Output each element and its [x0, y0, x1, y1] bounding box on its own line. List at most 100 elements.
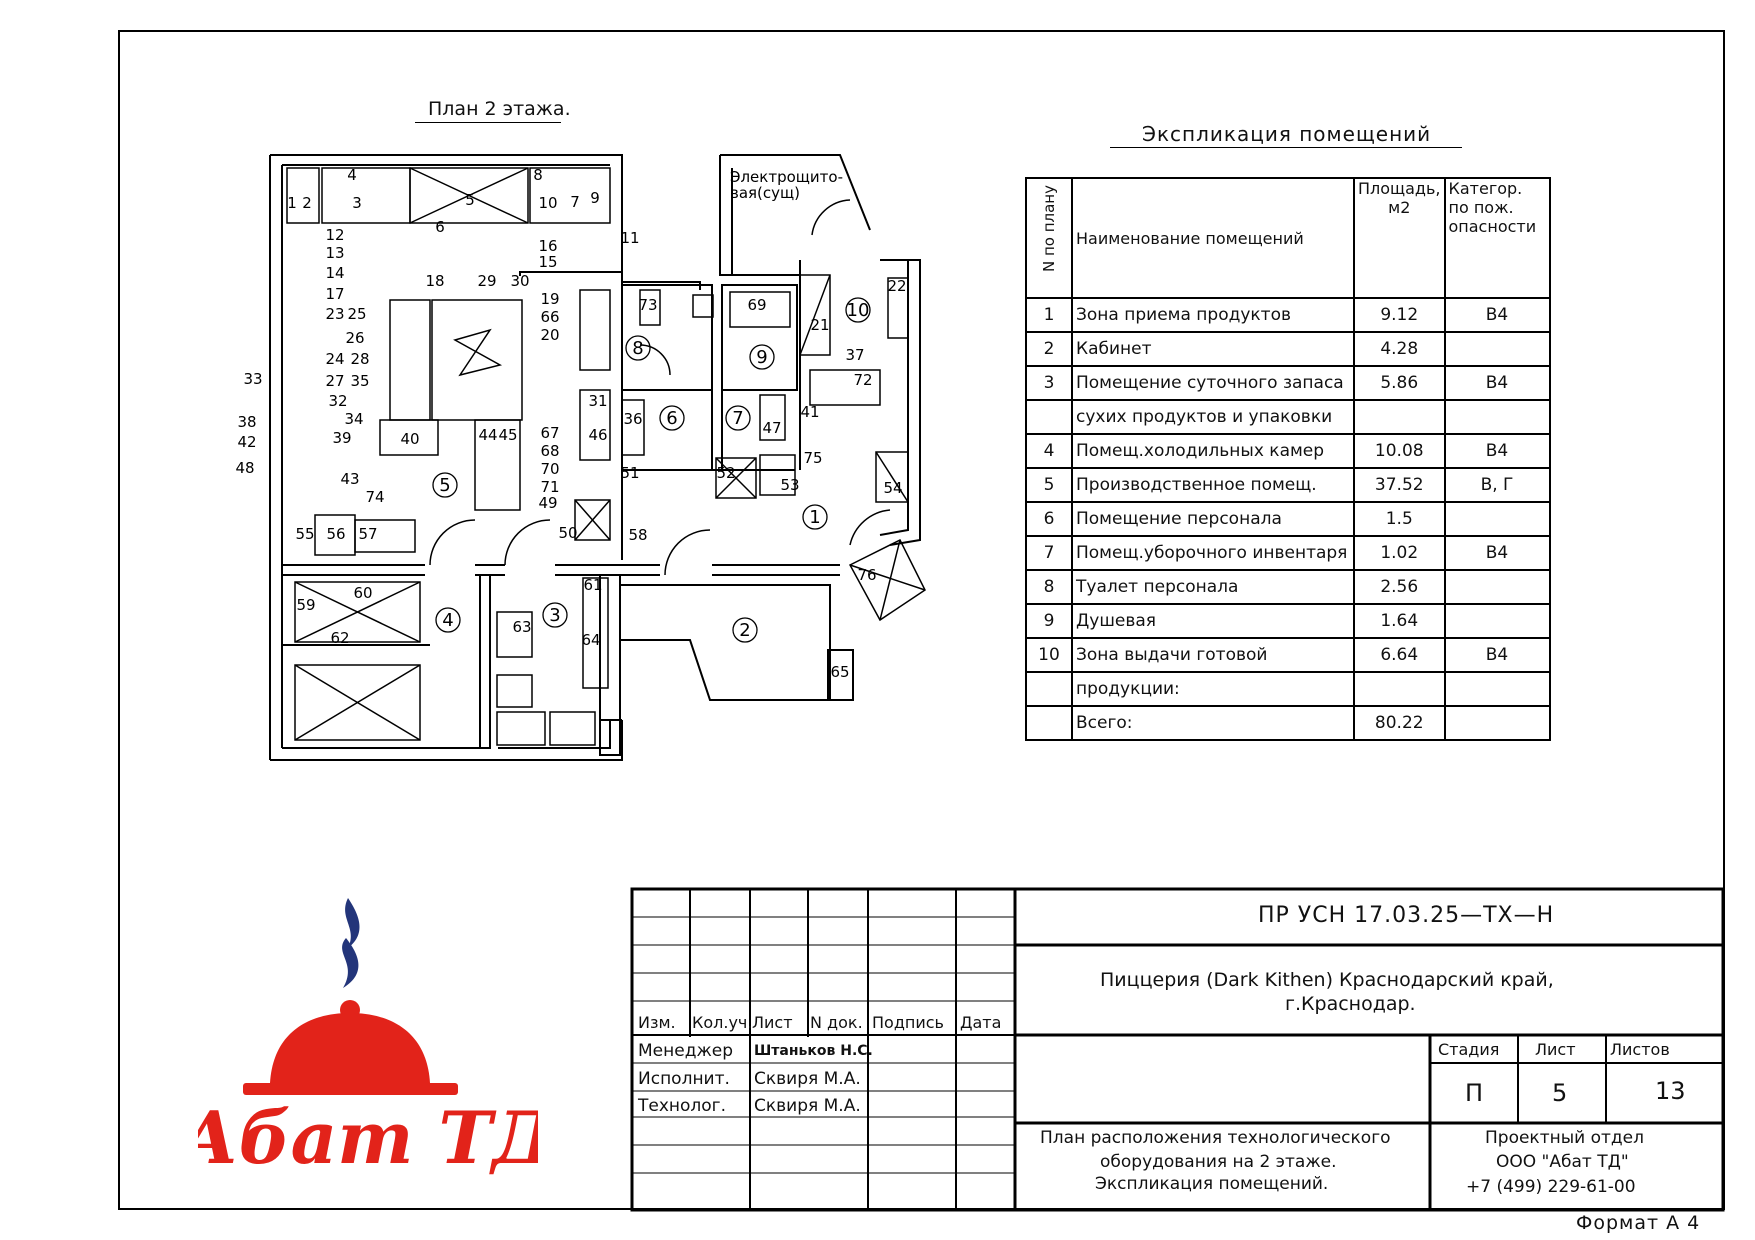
sheet-label: Лист — [1535, 1040, 1576, 1059]
explication-table: N по плану Наименование помещений Площад… — [1025, 177, 1551, 741]
logo-text: Абат ТД — [198, 1095, 538, 1176]
equipment-label-50: 50 — [558, 524, 577, 542]
equipment-label-38: 38 — [237, 413, 256, 431]
equipment-label-51: 51 — [620, 464, 639, 482]
cell-num — [1025, 705, 1073, 741]
cell-name: Зона выдачи готовой — [1071, 637, 1355, 673]
name-manager: Штаньков Н.С. — [754, 1043, 873, 1059]
equipment-label-31: 31 — [588, 392, 607, 410]
cell-num: 3 — [1025, 365, 1073, 401]
project-name-line-2: г.Краснодар. — [1285, 993, 1416, 1015]
equipment-label-41: 41 — [800, 403, 819, 421]
equipment-label-28: 28 — [350, 350, 369, 368]
cell-cat — [1443, 705, 1551, 741]
col-header-n-dok: N док. — [810, 1013, 863, 1032]
room-number-1: 1 — [809, 507, 820, 528]
cell-name: Помещение суточного запаса — [1071, 365, 1355, 401]
equipment-label-19: 19 — [540, 290, 559, 308]
equipment-label-57: 57 — [358, 525, 377, 543]
room-number-5: 5 — [439, 475, 450, 496]
room-number-8: 8 — [632, 338, 643, 359]
cell-area: 2.56 — [1353, 569, 1446, 605]
equipment-label-6: 6 — [435, 218, 445, 236]
equipment-label-64: 64 — [581, 631, 600, 649]
equipment-label-75: 75 — [803, 449, 822, 467]
cell-cat: В, Г — [1443, 467, 1551, 503]
cell-area: 1.64 — [1353, 603, 1446, 639]
header-name: Наименование помещений — [1071, 177, 1355, 299]
equipment-label-68: 68 — [540, 442, 559, 460]
name-executor: Сквиря М.А. — [754, 1069, 861, 1089]
cell-name: Зона приема продуктов — [1071, 297, 1355, 333]
cell-name: Туалет персонала — [1071, 569, 1355, 605]
org-line-3: +7 (499) 229-61-00 — [1466, 1177, 1636, 1197]
cell-cat: В4 — [1443, 637, 1551, 673]
stage-value: П — [1465, 1079, 1484, 1107]
cell-area: 9.12 — [1353, 297, 1446, 333]
role-executor: Исполнит. — [638, 1069, 730, 1089]
equipment-label-63: 63 — [512, 618, 531, 636]
equipment-label-65: 65 — [830, 663, 849, 681]
room-circle-1 — [802, 504, 828, 530]
cell-cat: В4 — [1443, 365, 1551, 401]
room-circle-6 — [659, 405, 685, 431]
room-circle-8 — [625, 335, 651, 361]
name-technologist: Сквиря М.А. — [754, 1096, 861, 1116]
equipment-label-46: 46 — [588, 426, 607, 444]
equipment-label-3: 3 — [352, 194, 362, 212]
equipment-label-60: 60 — [353, 584, 372, 602]
explication-title: Экспликация помещений — [1142, 122, 1432, 146]
col-header-kol-uch: Кол.уч. — [692, 1013, 753, 1032]
equipment-label-53: 53 — [780, 476, 799, 494]
equipment-label-42: 42 — [237, 433, 256, 451]
cell-num: 8 — [1025, 569, 1073, 605]
room-circle-2 — [732, 617, 758, 643]
explication-title-underline — [1110, 147, 1462, 148]
equipment-label-27: 27 — [325, 372, 344, 390]
equipment-label-35: 35 — [350, 372, 369, 390]
logo-flame-icon — [342, 938, 359, 988]
equipment-label-36: 36 — [623, 410, 642, 428]
sheets-value: 13 — [1655, 1077, 1686, 1105]
plan-title-underline — [415, 122, 561, 123]
equipment-label-1: 1 — [287, 194, 297, 212]
header-num: N по плану — [1025, 177, 1073, 299]
cell-cat — [1443, 501, 1551, 537]
equipment-label-15: 15 — [538, 253, 557, 271]
cell-num: 7 — [1025, 535, 1073, 571]
title-block: ПР УСН 17.03.25—ТХ—Н Пиццерия (Dark Kith… — [630, 887, 1725, 1212]
logo-flame-icon — [345, 898, 360, 948]
room-number-4: 4 — [442, 610, 453, 631]
cell-name: продукции: — [1071, 671, 1355, 707]
cell-name: сухих продуктов и упаковки — [1071, 399, 1355, 435]
paper-format: Формат А 4 — [1576, 1212, 1701, 1234]
cell-num: 10 — [1025, 637, 1073, 673]
sheet-title-line-1: План расположения технологического — [1040, 1128, 1391, 1148]
equipment-label-24: 24 — [325, 350, 344, 368]
cell-area: 4.28 — [1353, 331, 1446, 367]
equipment-label-30: 30 — [510, 272, 529, 290]
table-row: Всего:80.22 — [1025, 705, 1551, 741]
org-line-2: ООО "Абат ТД" — [1496, 1152, 1629, 1172]
cell-area: 37.52 — [1353, 467, 1446, 503]
equipment-label-37: 37 — [845, 346, 864, 364]
equipment-label-21: 21 — [810, 316, 829, 334]
cell-name: Помещ.холодильных камер — [1071, 433, 1355, 469]
room-number-2: 2 — [739, 620, 750, 641]
logo-cloche-icon — [243, 1083, 458, 1095]
room-number-10: 10 — [847, 300, 870, 321]
col-header-izm: Изм. — [638, 1013, 676, 1032]
cell-num: 9 — [1025, 603, 1073, 639]
equipment-label-47: 47 — [762, 419, 781, 437]
equipment-label-70: 70 — [540, 460, 559, 478]
equipment-label-32: 32 — [328, 392, 347, 410]
equipment-label-76: 76 — [857, 566, 876, 584]
cell-num: 6 — [1025, 501, 1073, 537]
sheets-label: Листов — [1610, 1040, 1670, 1059]
col-header-list: Лист — [752, 1013, 793, 1032]
